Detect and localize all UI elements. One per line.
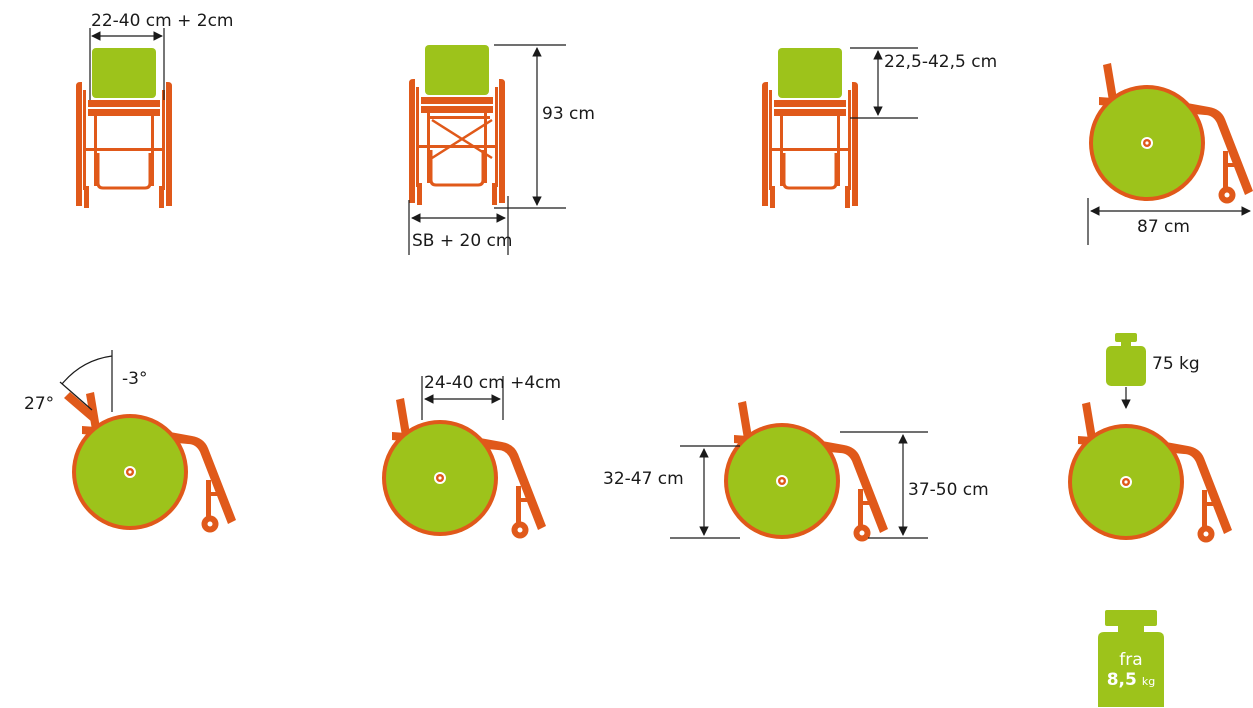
front-view-chair [760, 46, 860, 210]
back-height-label: 22,5-42,5 cm [884, 52, 998, 72]
total-width-label: SB + 20 cm [412, 231, 513, 251]
seat-depth-label: 24-40 cm +4cm [424, 373, 562, 393]
max-load-label: 75 kg [1152, 354, 1200, 374]
rear-seat-height-label: 32-47 cm [603, 469, 684, 489]
chair-weight-value: 8,5 [1106, 669, 1137, 690]
side-view-chair [382, 398, 546, 539]
front-seat-height-label: 37-50 cm [908, 480, 989, 500]
total-height-label: 93 cm [542, 104, 595, 124]
side-view-chair [724, 401, 888, 542]
seat-width-label: 22-40 cm + 2cm [91, 11, 234, 31]
weight-icon [1098, 610, 1164, 707]
weight-icon [1106, 333, 1146, 386]
total-length-label: 87 cm [1137, 217, 1190, 237]
chair-weight-prefix: fra [1119, 650, 1143, 670]
side-view-chair [1068, 402, 1232, 543]
side-view-chair [72, 392, 236, 533]
front-view-chair [407, 43, 507, 207]
chair-weight-unit: kg [1141, 674, 1156, 688]
side-view-chair [1089, 63, 1253, 204]
backrest-angle-label: 27° [24, 394, 55, 414]
chair-weight-value-line: 8,5 kg [1091, 669, 1171, 690]
chair-weight-label: fra 8,5 kg [1091, 651, 1171, 689]
camber-label: -3° [122, 369, 148, 389]
